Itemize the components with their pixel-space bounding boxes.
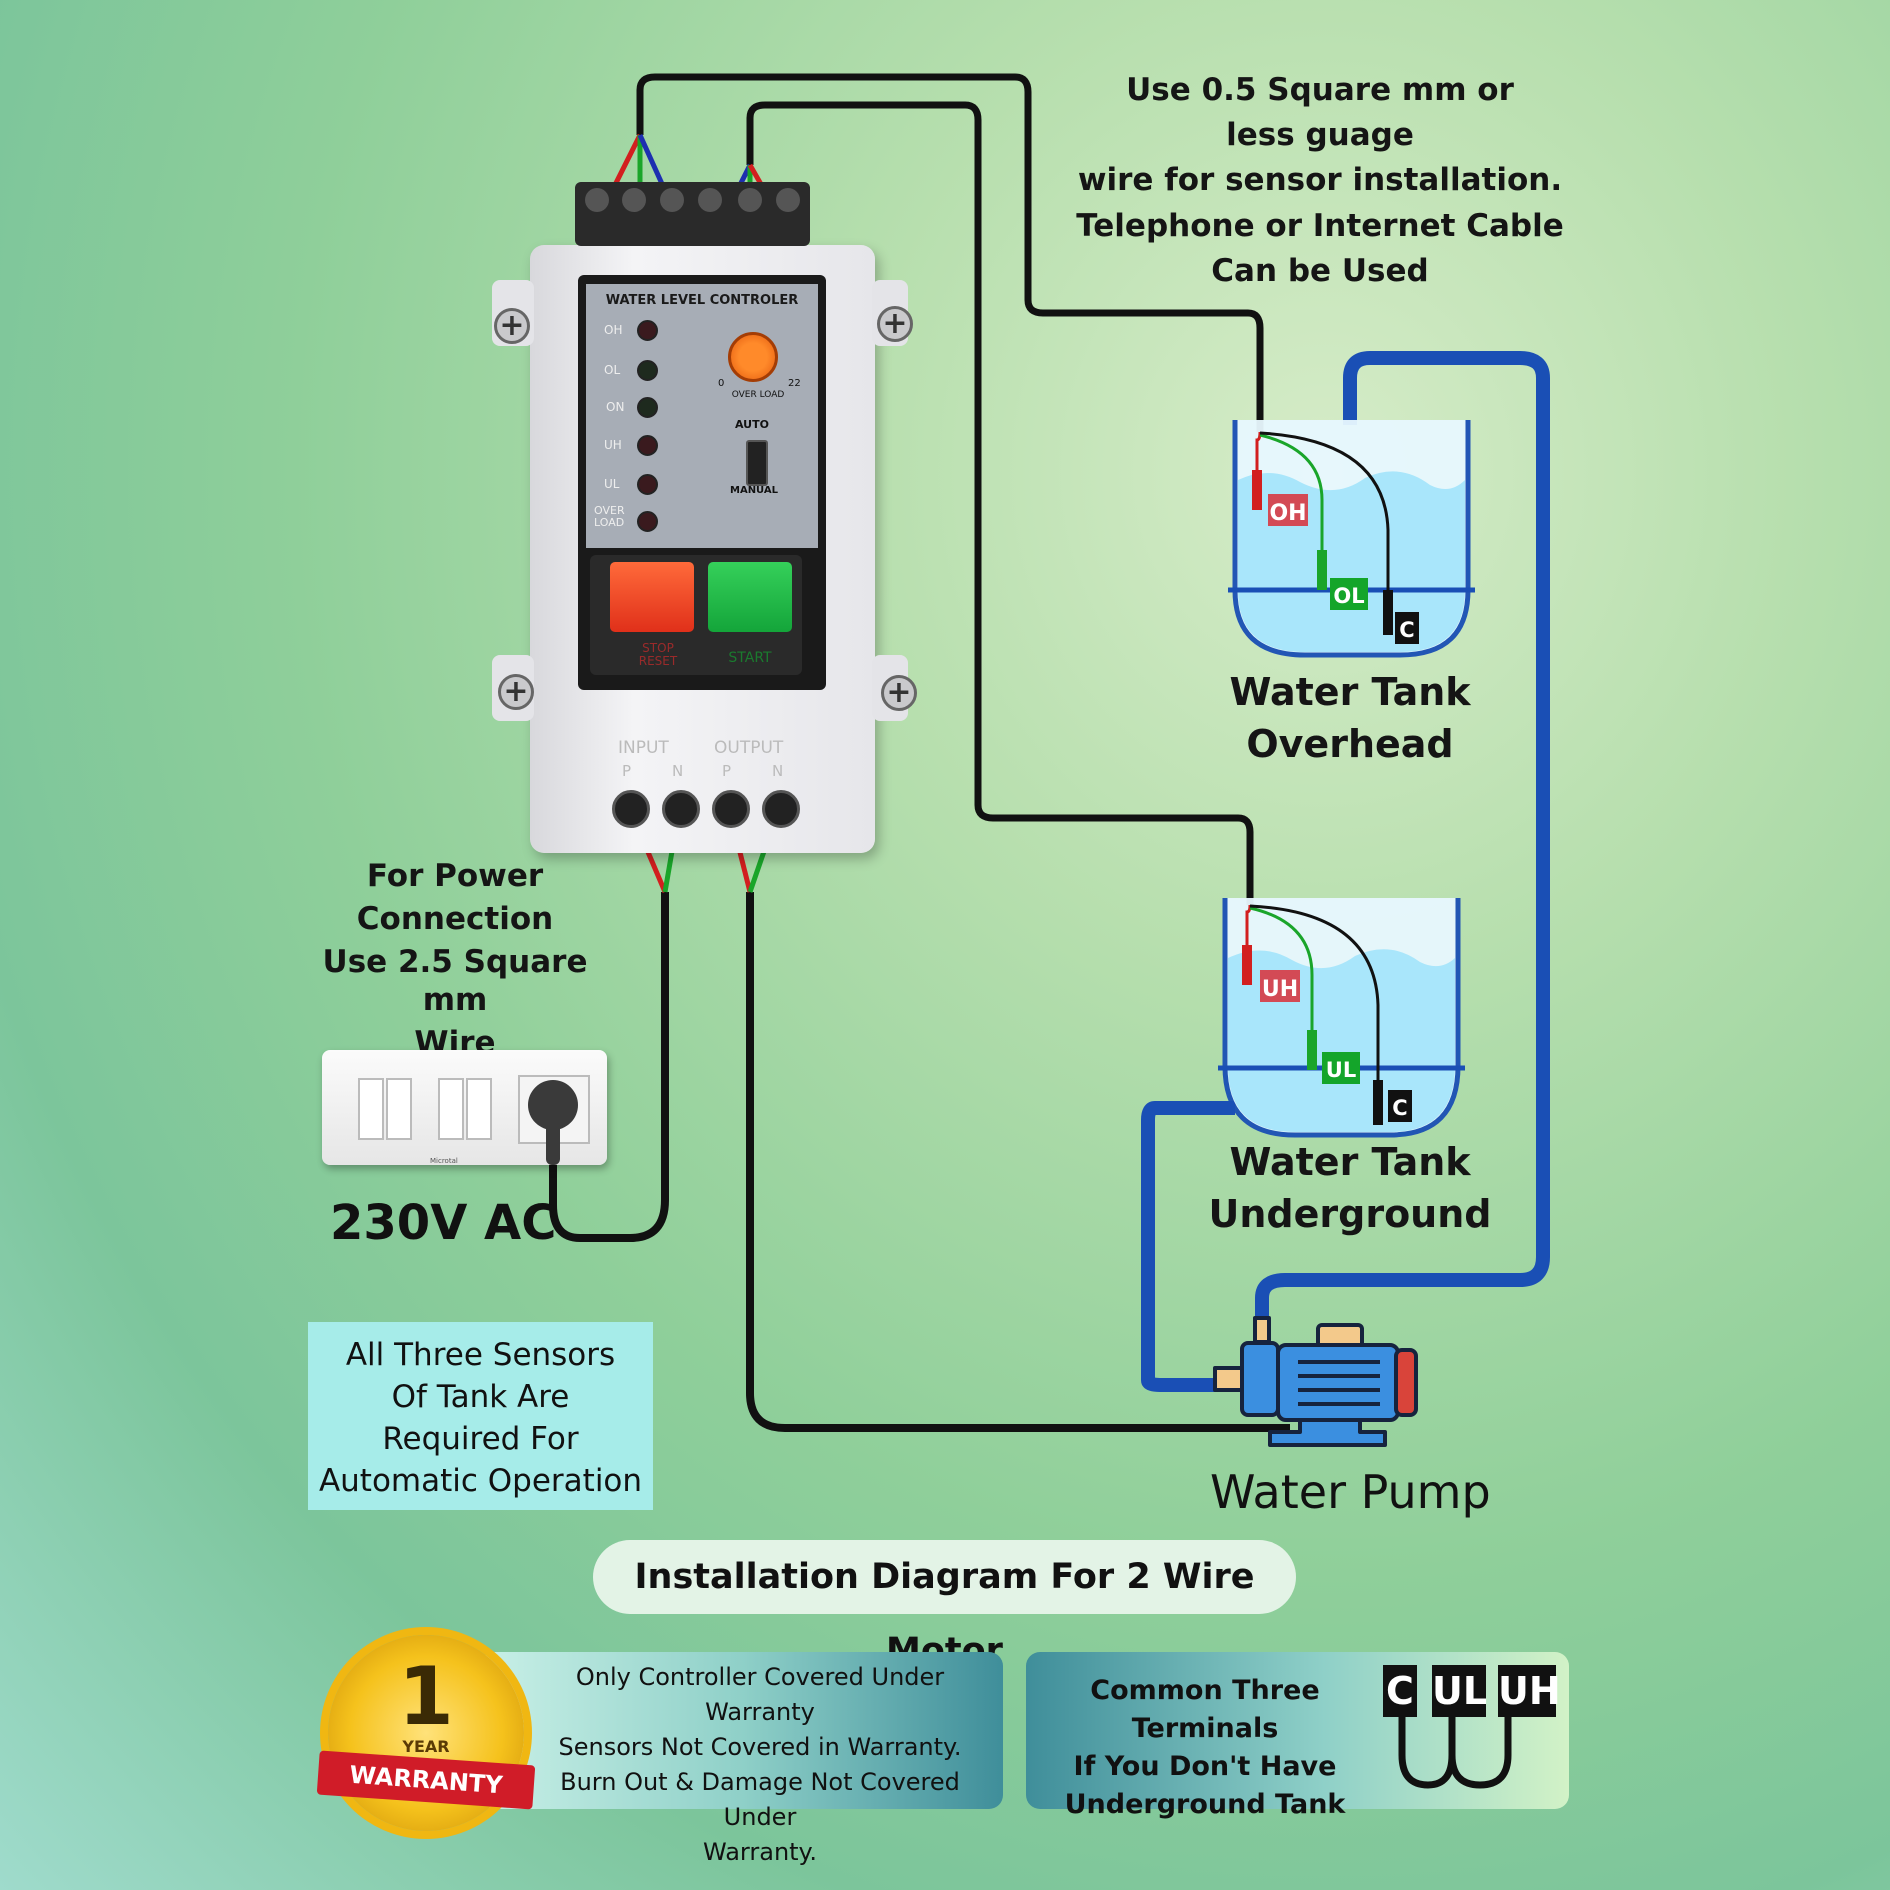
panel-title: WATER LEVEL CONTROLER — [605, 293, 799, 308]
led-ul — [637, 474, 658, 495]
label-uh: UH — [1262, 977, 1298, 1002]
screw-icon: + — [877, 306, 913, 342]
input-n-terminal — [662, 790, 700, 828]
wall-switch[interactable] — [466, 1078, 492, 1140]
top-terminal-block — [575, 182, 810, 246]
led-label-ul: UL — [604, 477, 620, 491]
jumper-wire-icon — [1398, 1715, 1512, 1789]
led-oh — [637, 320, 658, 341]
screw-icon: + — [494, 308, 530, 344]
wall-switch[interactable] — [386, 1078, 412, 1140]
terminal-label-n: N — [672, 762, 684, 780]
warranty-box — [480, 1652, 1003, 1809]
label-ul: UL — [1326, 1058, 1356, 1082]
input-label: INPUT — [618, 738, 669, 758]
warranty-text: Only Controller Covered Under Warranty S… — [558, 1663, 962, 1866]
sensor-cable-overhead — [636, 73, 1264, 432]
label-ol: OL — [1333, 584, 1364, 608]
knob-max: 22 — [788, 378, 801, 389]
led-overload — [637, 511, 658, 532]
overhead-tank-title: Water Tank Overhead — [1229, 670, 1471, 766]
seal-ribbon-text: WARRANTY — [348, 1760, 504, 1800]
voltage-label: 230V AC — [330, 1195, 557, 1251]
terminal-screw — [622, 188, 646, 212]
terminal-label-p: P — [622, 762, 632, 780]
led-uh — [637, 435, 658, 456]
output-label: OUTPUT — [714, 738, 784, 758]
stop-reset-label: STOP RESET — [638, 641, 678, 668]
seal-year: YEAR — [402, 1737, 450, 1756]
water-pump-icon — [1213, 1316, 1418, 1447]
led-label-on: ON — [606, 400, 625, 414]
terminal-screw — [738, 188, 762, 212]
overload-knob[interactable] — [728, 332, 778, 382]
terminal-label-n: N — [772, 762, 784, 780]
led-label-uh: UH — [604, 438, 622, 452]
probe-ul — [1307, 1030, 1317, 1070]
plug-icon — [528, 1080, 578, 1130]
pump-label: Water Pump — [1210, 1465, 1491, 1519]
terminal-chip-c: C — [1383, 1665, 1417, 1717]
start-button[interactable] — [708, 562, 792, 632]
led-label-oh: OH — [604, 323, 623, 337]
knob-label: OVER LOAD — [731, 390, 785, 400]
overhead-tank: OH OL C — [1228, 420, 1475, 658]
terminal-label-p: P — [722, 762, 732, 780]
auto-manual-switch[interactable] — [746, 440, 768, 486]
switchboard-brand: Microtal — [430, 1157, 458, 1165]
underground-tank: UH UL C — [1218, 898, 1465, 1138]
terminal-chip-ul: UL — [1432, 1665, 1487, 1717]
plug-stem — [546, 1125, 560, 1165]
probe-c-underground — [1373, 1080, 1383, 1125]
motor-cable — [746, 892, 1290, 1432]
led-on — [637, 397, 658, 418]
indicator-panel — [586, 284, 818, 548]
power-wire-note: For Power Connection Use 2.5 Square mm W… — [322, 858, 588, 1061]
pipe-underground-to-pump — [1141, 1101, 1240, 1392]
automatic-operation-note: All Three Sensors Of Tank Are Required F… — [308, 1322, 653, 1510]
diagram-title: Installation Diagram For 2 Wire Motor — [593, 1540, 1296, 1671]
led-label-ol: OL — [604, 363, 621, 377]
screw-icon: + — [498, 674, 534, 710]
switch-auto-label: AUTO — [735, 418, 769, 431]
terminal-screw — [660, 188, 684, 212]
probe-uh — [1242, 945, 1252, 985]
start-label: START — [728, 650, 772, 666]
input-p-terminal — [612, 790, 650, 828]
diagram-title-text: Installation Diagram For 2 Wire Motor — [634, 1557, 1255, 1671]
label-oh: OH — [1269, 501, 1306, 526]
switch-manual-label: MANUAL — [730, 485, 778, 496]
output-n-terminal — [762, 790, 800, 828]
knob-min: 0 — [718, 378, 725, 389]
common-terminals-text: Common Three Terminals If You Don't Have… — [1064, 1675, 1346, 1820]
stop-reset-button[interactable] — [610, 562, 694, 632]
terminal-screw — [698, 188, 722, 212]
probe-ol — [1317, 550, 1327, 590]
wall-switch[interactable] — [438, 1078, 464, 1140]
terminal-screw — [585, 188, 609, 212]
terminal-chip-uh: UH — [1498, 1665, 1561, 1717]
wall-switch[interactable] — [358, 1078, 384, 1140]
label-c-underground: C — [1392, 1096, 1407, 1120]
seal-number: 1 — [398, 1650, 454, 1743]
probe-oh — [1252, 470, 1262, 510]
terminal-screw — [776, 188, 800, 212]
output-p-terminal — [712, 790, 750, 828]
led-ol — [637, 360, 658, 381]
power-cable — [549, 892, 669, 1242]
underground-tank-title: Water Tank Underground — [1208, 1140, 1492, 1236]
screw-icon: + — [881, 675, 917, 711]
label-c-overhead: C — [1399, 618, 1414, 642]
led-label-overload: OVER LOAD — [594, 504, 625, 529]
probe-c — [1383, 590, 1393, 635]
sensor-cable-underground — [746, 101, 1254, 905]
pipe-pump-to-overhead — [1255, 351, 1550, 1330]
sensor-wire-note: Use 0.5 Square mm or less guage wire for… — [1076, 72, 1564, 289]
